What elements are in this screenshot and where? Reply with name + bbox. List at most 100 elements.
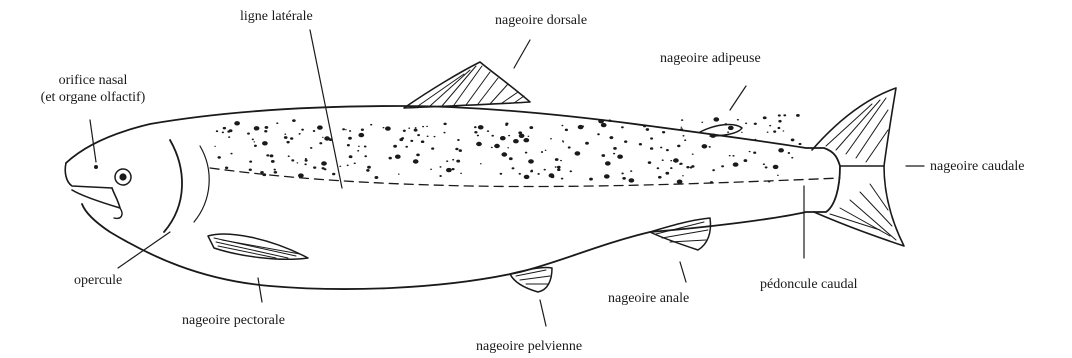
speckle — [777, 175, 779, 176]
speckle — [621, 172, 623, 174]
leader-adipose-fin — [730, 86, 746, 110]
speckle — [528, 136, 530, 137]
speckle — [297, 162, 299, 163]
speckle — [500, 173, 503, 175]
speckle — [513, 139, 519, 143]
speckle — [721, 165, 724, 167]
speckle — [478, 125, 484, 129]
speckle — [305, 158, 307, 160]
body-speckles — [214, 114, 801, 184]
speckle — [299, 133, 301, 135]
speckle — [658, 176, 662, 179]
speckle — [763, 116, 767, 119]
speckle — [621, 126, 624, 128]
speckle — [354, 162, 356, 164]
speckle — [230, 153, 232, 155]
speckle — [349, 155, 353, 158]
speckle — [560, 160, 562, 161]
speckle — [608, 120, 611, 122]
speckle — [662, 159, 664, 161]
speckle — [605, 161, 611, 165]
speckle — [286, 141, 289, 144]
speckle — [249, 169, 252, 172]
speckle — [660, 147, 662, 149]
speckle — [622, 177, 626, 180]
speckle — [383, 127, 385, 128]
speckle — [519, 134, 525, 138]
speckle — [491, 135, 494, 137]
caudal-fin-upper-lobe — [812, 88, 896, 166]
speckle — [778, 120, 781, 123]
speckle — [778, 148, 784, 152]
speckle — [681, 119, 683, 121]
speckle — [322, 137, 324, 138]
speckle — [570, 170, 573, 172]
speckle — [713, 117, 719, 121]
speckle — [630, 170, 632, 172]
speckle — [604, 174, 610, 178]
label-dorsal-fin: nageoire dorsale — [495, 12, 587, 29]
speckle — [702, 144, 708, 148]
speckle — [555, 166, 557, 168]
eye-pupil — [119, 173, 126, 180]
speckle — [555, 158, 559, 161]
speckle — [290, 137, 293, 140]
speckle — [544, 169, 546, 171]
speckle — [529, 126, 533, 129]
speckle — [439, 166, 441, 168]
speckle — [288, 155, 290, 157]
speckle — [452, 168, 455, 170]
speckle — [500, 136, 506, 140]
speckle — [585, 142, 589, 145]
label-anal-fin: nageoire anale — [608, 290, 689, 307]
speckle — [598, 119, 604, 123]
speckle — [657, 167, 660, 169]
speckle — [494, 144, 500, 148]
speckle — [765, 166, 768, 168]
speckle — [214, 146, 216, 147]
speckle — [457, 139, 460, 141]
speckle — [523, 138, 529, 142]
speckle — [501, 152, 507, 156]
speckle — [677, 180, 683, 184]
leader-nasal — [90, 120, 96, 162]
speckle — [459, 149, 462, 152]
speckle — [254, 145, 257, 147]
speckle — [509, 157, 513, 160]
speckle — [474, 131, 477, 134]
speckle — [551, 175, 555, 178]
speckle — [561, 125, 563, 127]
speckle — [601, 154, 605, 157]
speckle — [682, 135, 684, 137]
dorsal-fin-rays — [418, 66, 524, 106]
speckle — [505, 122, 508, 124]
speckle — [537, 173, 539, 175]
speckle — [401, 137, 404, 139]
speckle — [216, 130, 218, 132]
speckle — [601, 123, 607, 127]
speckle — [741, 132, 743, 133]
preoperculum-edge — [194, 146, 209, 222]
speckle — [252, 139, 254, 141]
speckle — [754, 139, 756, 141]
speckle — [530, 170, 533, 172]
speckle — [265, 126, 269, 129]
speckle — [783, 130, 785, 131]
speckle — [744, 159, 748, 162]
speckle — [417, 134, 420, 136]
speckle — [443, 132, 445, 134]
speckle — [597, 133, 600, 135]
speckle — [528, 159, 534, 163]
speckle — [519, 173, 521, 175]
speckle — [430, 169, 432, 170]
label-nasal-orifice: orifice nasal (et organe olfactif) — [18, 72, 168, 106]
speckle — [357, 150, 359, 152]
speckle — [460, 173, 462, 174]
speckle — [276, 122, 278, 124]
speckle — [728, 126, 734, 130]
speckle — [262, 141, 268, 145]
speckle — [773, 130, 776, 132]
label-operculum: opercule — [74, 272, 122, 289]
speckle — [613, 153, 615, 155]
pelvic-fin — [510, 267, 552, 292]
